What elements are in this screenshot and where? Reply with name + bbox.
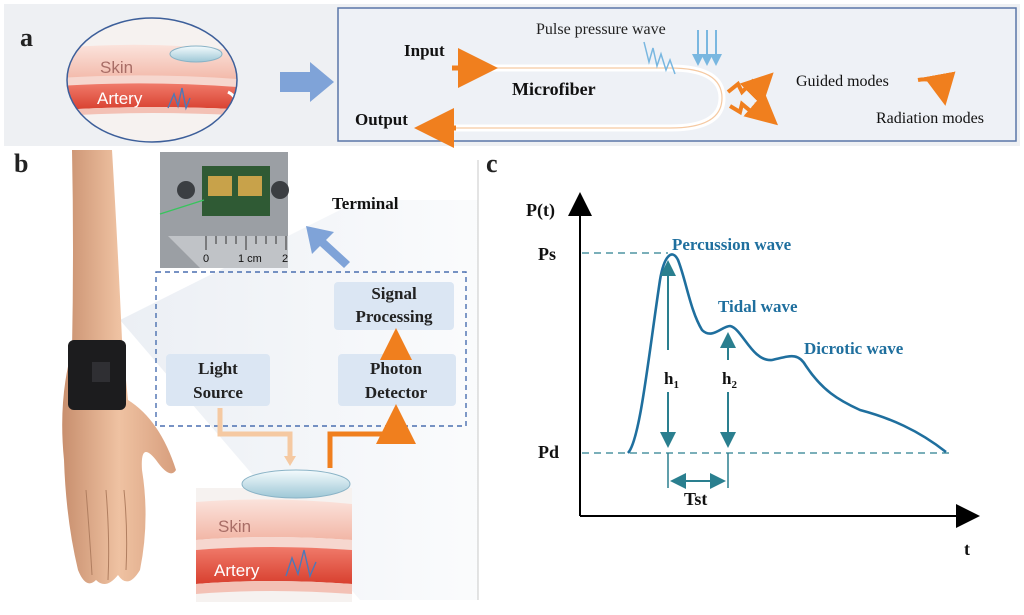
x-axis-label: t [964, 539, 970, 559]
panel-a-artery-label: Artery [97, 89, 143, 108]
radiation-modes-label: Radiation modes [876, 110, 984, 127]
signal-line2: Processing [355, 307, 433, 326]
guided-modes-label: Guided modes [796, 73, 889, 90]
terminal-arrow [306, 226, 350, 268]
tst-label: Tst [684, 489, 707, 509]
device-photo [159, 152, 289, 268]
photon-detector-box [338, 354, 456, 406]
pulse-waveform [626, 253, 947, 454]
light-source-box [166, 354, 270, 406]
arm-illustration [62, 150, 177, 584]
h1-label: h1 [664, 369, 679, 391]
percussion-wave-label: Percussion wave [672, 235, 792, 254]
curved-orange-arrow [917, 71, 956, 106]
photon-line2: Detector [365, 383, 428, 402]
panel-a-tissue-illustration [66, 17, 238, 143]
ruler-zero-label: 0 [203, 253, 209, 265]
terminal-label: Terminal [332, 194, 399, 213]
ruler-one-label: 1 cm [238, 253, 262, 265]
y-axis-label: P(t) [526, 200, 555, 221]
panel-b-artery-label: Artery [214, 561, 260, 580]
panel-a-skin-label: Skin [100, 58, 133, 77]
pulse-wave-icon [643, 41, 676, 75]
output-label: Output [355, 110, 408, 129]
microfiber-label: Microfiber [512, 79, 596, 99]
guided-mode-arrow [726, 72, 774, 107]
ruler-two-label: 2 [282, 253, 288, 265]
signal-line1: Signal [371, 284, 417, 303]
panel-a-letter: a [20, 23, 33, 52]
system-dashed-box [155, 271, 467, 427]
light-line1: Light [198, 359, 238, 378]
dicrotic-wave-label: Dicrotic wave [804, 339, 904, 358]
pressure-arrows-icon [692, 30, 722, 66]
panel-b-skin-label: Skin [218, 517, 251, 536]
panel-b-tissue-illustration [196, 469, 352, 602]
radiation-mode-arrow [728, 92, 779, 126]
pd-label: Pd [538, 442, 559, 462]
detector-input-path [327, 404, 416, 468]
pulse-wave-label: Pulse pressure wave [536, 21, 666, 38]
photon-line1: Photon [370, 359, 423, 378]
panel-a-blue-arrow [280, 62, 334, 102]
panel-c-letter: c [486, 149, 498, 178]
panel-c-plot-area [518, 188, 960, 566]
tidal-wave-label: Tidal wave [718, 297, 798, 316]
light-line2: Source [193, 383, 243, 402]
panel-b-letter: b [14, 149, 28, 178]
ps-label: Ps [538, 244, 556, 264]
signal-processing-box [334, 282, 454, 330]
light-source-path [217, 408, 293, 462]
h2-label: h2 [722, 369, 737, 391]
input-label: Input [404, 41, 445, 60]
